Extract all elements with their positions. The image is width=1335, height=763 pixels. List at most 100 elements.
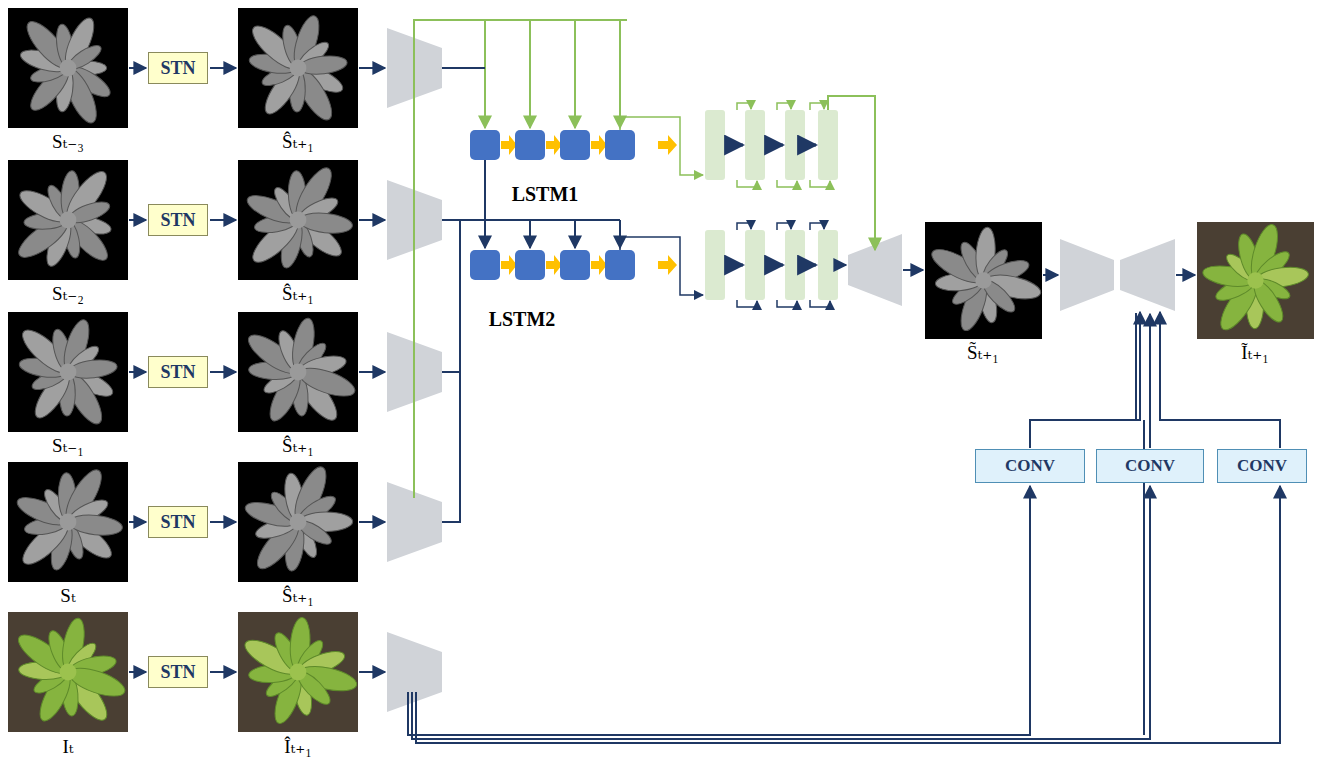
wire [129, 371, 146, 373]
plant-mask [238, 312, 358, 432]
lstm-state [818, 110, 838, 180]
wire [777, 103, 791, 110]
wire [574, 220, 576, 248]
wire [828, 96, 875, 250]
drawing-part [8, 462, 128, 582]
wire [903, 269, 923, 271]
drawing-part [238, 312, 358, 432]
wire [726, 264, 743, 267]
drawing-part [975, 272, 991, 288]
drawing-part [238, 612, 358, 732]
box-label: STN [160, 512, 195, 533]
drawing-part [8, 312, 128, 432]
wire [359, 219, 385, 221]
plant-mask [238, 160, 358, 280]
drawing-part [290, 60, 307, 77]
wire [408, 486, 1030, 735]
lstm-cell [605, 250, 635, 280]
lstm-cell [515, 130, 545, 160]
stn-box: STN [148, 52, 208, 84]
image-caption: Sₜ₋₂ [50, 283, 86, 305]
drawing-part [60, 664, 77, 681]
wire [777, 180, 797, 187]
wire [210, 371, 236, 373]
wire [619, 20, 621, 128]
wire [1149, 314, 1151, 448]
wire [620, 117, 703, 175]
drawing-part [60, 364, 77, 381]
wire [777, 223, 791, 230]
wire [129, 67, 146, 69]
image-caption: Sₜ [58, 585, 77, 607]
wire [1176, 274, 1195, 276]
flow-arrow [591, 135, 607, 155]
plant-mask [925, 222, 1043, 339]
wire [412, 486, 1150, 739]
lstm-cell [560, 250, 590, 280]
stn-box: STN [148, 656, 208, 688]
flow-arrow [658, 135, 677, 155]
wire [529, 220, 531, 248]
wire [737, 300, 757, 307]
drawing-part [290, 212, 307, 229]
drawing-part [238, 160, 358, 280]
lstm-cell [470, 130, 500, 160]
drawing-part [60, 60, 77, 77]
wire [810, 103, 824, 110]
lstm-state [745, 110, 765, 180]
lstm-state [745, 230, 765, 300]
image-caption: Ŝₜ₊₁ [280, 435, 316, 457]
drawing-part [925, 222, 1042, 339]
lstm-cell [605, 130, 635, 160]
image-caption: Îₜ₊₁ [282, 736, 314, 758]
plant-photo [8, 612, 128, 732]
wire [359, 671, 385, 673]
wire [766, 264, 783, 267]
flow-arrow [501, 255, 517, 275]
flow-arrow [591, 255, 607, 275]
drawing-part [238, 462, 358, 582]
drawing-part [298, 210, 353, 235]
plant-photo [1197, 222, 1314, 339]
drawing-part [60, 212, 77, 229]
wire [442, 372, 460, 522]
conv-box: CONV [1217, 449, 1307, 483]
wire [359, 521, 385, 523]
drawing-part [8, 160, 128, 280]
lstm-cell [515, 250, 545, 280]
wire [737, 223, 751, 230]
stn-box: STN [148, 204, 208, 236]
wire [442, 67, 485, 69]
wire [806, 264, 816, 267]
wire [1030, 312, 1140, 448]
plant-mask [238, 462, 358, 582]
lstm-state [785, 230, 805, 300]
wire [1043, 274, 1058, 276]
wire [484, 20, 486, 128]
drawing-part [290, 664, 307, 681]
wire [210, 521, 236, 523]
box-label: CONV [1005, 456, 1055, 476]
box-label: STN [160, 362, 195, 383]
box-label: CONV [1125, 456, 1175, 476]
lstm-state [705, 110, 725, 180]
wire [810, 300, 830, 307]
wire [210, 219, 236, 221]
image-caption: Sₜ₋₁ [50, 435, 86, 457]
flow-arrow [546, 135, 562, 155]
conv-box: CONV [975, 449, 1085, 483]
wire [442, 220, 460, 372]
image-caption: Ŝₜ₊₁ [280, 131, 316, 153]
module-name: LSTM2 [487, 308, 558, 330]
wire [129, 219, 146, 221]
decoder [1120, 239, 1175, 311]
drawing-part [1197, 222, 1314, 339]
wire [1135, 313, 1137, 420]
wire [129, 671, 146, 673]
drawing-part [8, 612, 128, 732]
wire [210, 67, 236, 69]
stn-box: STN [148, 506, 208, 538]
drawing-part [8, 8, 128, 128]
module-name: LSTM1 [510, 183, 581, 205]
